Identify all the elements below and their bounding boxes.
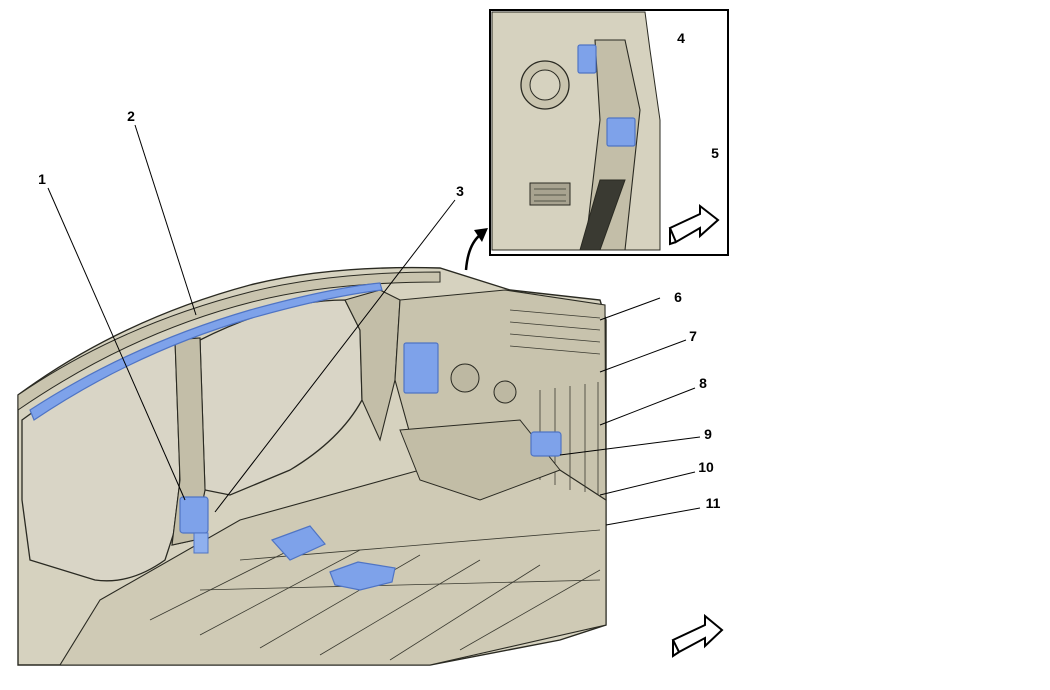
bulkhead-control-unit (403, 342, 439, 394)
inset-grille-dots (534, 188, 566, 202)
curtain-airbag (29, 282, 383, 421)
center-tunnel (399, 419, 561, 501)
callout-10: 10 (698, 459, 714, 475)
c-pillar (344, 289, 401, 442)
forward-arrow-icon (671, 613, 724, 658)
callout-labels: 1 2 3 4 5 6 7 8 9 10 11 (38, 30, 721, 511)
inset-belt (579, 179, 626, 251)
forward-arrow-icon (668, 203, 720, 246)
main-body-view (17, 266, 607, 666)
callout-11: 11 (706, 495, 721, 511)
highlighted-components (29, 282, 562, 591)
callout-4: 4 (677, 30, 685, 46)
inset-grille (529, 182, 571, 206)
leader-lines (47, 39, 706, 526)
callout-7: 7 (689, 328, 697, 344)
callout-9: 9 (704, 426, 712, 442)
callout-8: 8 (699, 375, 707, 391)
floor-sensor (329, 561, 396, 591)
callout-6: 6 (674, 289, 682, 305)
pillar-module (179, 496, 209, 534)
curved-arrow-icon (464, 228, 488, 271)
callout-3: 3 (456, 183, 464, 199)
right-sensor (530, 431, 562, 457)
callout-5: 5 (711, 145, 719, 161)
inset-upper-module (577, 44, 597, 74)
inset-detail-view (489, 9, 729, 256)
callout-1: 1 (38, 171, 46, 187)
roof-rail (17, 271, 441, 411)
bulkhead-round-opening (450, 363, 480, 393)
floor-control-module (270, 525, 326, 561)
inset-lower-module (606, 117, 636, 147)
callout-2: 2 (127, 108, 135, 124)
